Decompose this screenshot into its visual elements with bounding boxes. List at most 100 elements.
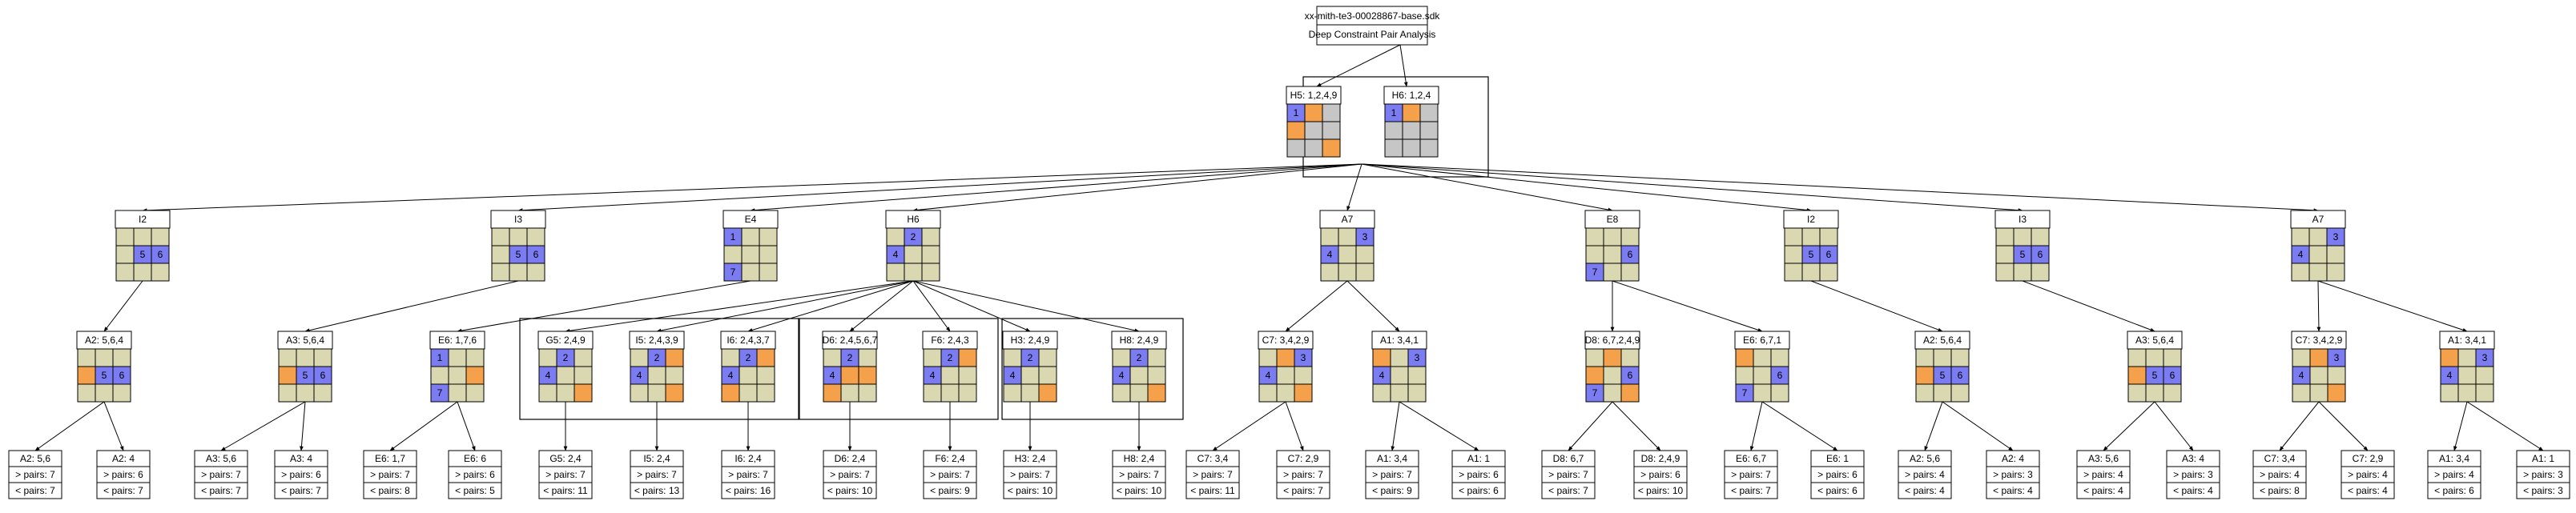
tree-edge <box>1924 401 1943 451</box>
leaf-lt: < pairs: 7 <box>1548 485 1588 496</box>
grid-cell <box>296 383 315 403</box>
leaf-lt: < pairs: 8 <box>2260 485 2300 496</box>
level2-node: E6: 1,7,617 <box>429 331 485 403</box>
grid-cell <box>1320 227 1339 246</box>
grid-cell <box>858 383 877 403</box>
grid-cell <box>739 383 758 403</box>
grid-cell <box>1402 138 1421 158</box>
grid-cell <box>491 263 510 282</box>
grid-cell <box>721 383 740 403</box>
grid-cell <box>2327 366 2346 385</box>
grid-cell <box>112 348 131 367</box>
level2-node: D8: 6,7,2,4,967 <box>1584 331 1640 403</box>
tree-edge <box>457 280 751 333</box>
leaf-gt: > pairs: 7 <box>370 469 410 480</box>
leaf-gt: > pairs: 6 <box>103 469 143 480</box>
grid-cell <box>630 348 649 367</box>
leaf-node: A1: 1> pairs: 6< pairs: 6 <box>1451 450 1506 499</box>
cell-digit: 4 <box>728 370 734 381</box>
leaf-row-box <box>1451 482 1506 499</box>
leaf-title: A1: 3,4 <box>1377 453 1407 464</box>
grid-cell <box>2326 245 2345 264</box>
grid-cell <box>509 263 528 282</box>
cell-digit: 7 <box>1742 387 1748 399</box>
grid-cell <box>1819 227 1838 246</box>
node-label: A3: 5,6,4 <box>286 335 324 346</box>
grid-cell <box>1784 245 1803 264</box>
grid-cell <box>721 348 740 367</box>
node-label: A1: 3,4,1 <box>2448 335 2486 346</box>
leaf-gt: > pairs: 4 <box>2348 469 2388 480</box>
leaf-gt: > pairs: 7 <box>545 469 586 480</box>
grid-cell <box>759 263 778 282</box>
level2-node: G5: 2,4,924 <box>537 331 594 403</box>
tree-edge <box>300 401 306 451</box>
grid-cell <box>526 227 545 246</box>
cell-digit: 5 <box>102 370 107 381</box>
leaf-row-box <box>823 482 877 499</box>
leaf-row-box <box>363 482 417 499</box>
grid-cell <box>759 227 778 246</box>
tree-edge <box>1361 163 2023 213</box>
cell-digit: 5 <box>516 249 521 260</box>
leaf-node: E6: 6> pairs: 6< pairs: 5 <box>448 450 502 499</box>
grid-cell <box>313 383 332 403</box>
grid-cell <box>756 383 775 403</box>
grid-cell <box>1384 121 1403 140</box>
grid-cell <box>921 227 940 246</box>
cell-digit: 4 <box>2299 370 2304 381</box>
leaf-row-box <box>1633 482 1688 499</box>
grid-cell <box>1915 366 1934 385</box>
grid-cell <box>1784 263 1803 282</box>
tree-edge <box>1361 163 1812 212</box>
grid-cell <box>509 227 528 246</box>
leaf-row-box <box>2252 482 2307 499</box>
grid-cell <box>151 227 170 246</box>
leaf-node: E6: 6,7> pairs: 7< pairs: 7 <box>1724 450 1778 499</box>
cell-digit: 6 <box>2170 370 2176 381</box>
cell-digit: 1 <box>1391 107 1397 118</box>
leaf-title: A1: 3,4 <box>2439 453 2469 464</box>
grid-cell <box>1915 348 1934 367</box>
leaf-gt: > pairs: 4 <box>2260 469 2300 480</box>
leaf-gt: > pairs: 3 <box>1993 469 2033 480</box>
grid-cell <box>2145 383 2164 403</box>
grid-cell <box>1735 366 1754 385</box>
grid-cell <box>1276 366 1295 385</box>
top-node: H5: 1,2,4,91 <box>1286 86 1342 158</box>
leaf-row-box <box>1724 482 1778 499</box>
leaf-lt: < pairs: 13 <box>634 485 680 496</box>
node-label: I5: 2,4,3,9 <box>635 335 678 346</box>
node-label: I2 <box>1807 214 1815 225</box>
leaf-node: I6: 2,4> pairs: 7< pairs: 16 <box>721 450 775 499</box>
top-node: H6: 1,2,41 <box>1383 86 1439 158</box>
cell-digit: 6 <box>533 249 539 260</box>
tree-edge <box>1399 401 1479 451</box>
tree-edge <box>2154 401 2194 451</box>
grid-cell <box>2292 383 2311 403</box>
grid-cell <box>647 383 666 403</box>
leaf-gt: > pairs: 6 <box>455 469 495 480</box>
tree-edge <box>1761 401 1838 451</box>
grid-cell <box>958 348 977 367</box>
grid-cell <box>1294 383 1313 403</box>
grid-cell <box>133 227 152 246</box>
grid-cell <box>1355 263 1375 282</box>
grid-cell <box>1933 383 1952 403</box>
cell-digit: 5 <box>140 249 146 260</box>
node-label: I3 <box>514 214 522 225</box>
grid-cell <box>1322 121 1341 140</box>
cell-digit: 6 <box>158 249 163 260</box>
tree-edge <box>1391 401 1400 451</box>
grid-cell <box>1620 348 1640 367</box>
leaf-node: A3: 5,6> pairs: 4< pairs: 4 <box>2076 450 2131 499</box>
leaf-title: D8: 6,7 <box>1553 453 1584 464</box>
tree-edge <box>912 163 1362 212</box>
level2-node: H8: 2,4,924 <box>1111 331 1167 403</box>
grid-cell <box>1995 245 2015 264</box>
leaf-node: H3: 2,4> pairs: 7< pairs: 10 <box>1003 450 1057 499</box>
grid-cell <box>1112 383 1131 403</box>
cell-digit: 5 <box>303 370 308 381</box>
grid-cell <box>465 366 485 385</box>
leaf-gt: > pairs: 7 <box>1548 469 1588 480</box>
